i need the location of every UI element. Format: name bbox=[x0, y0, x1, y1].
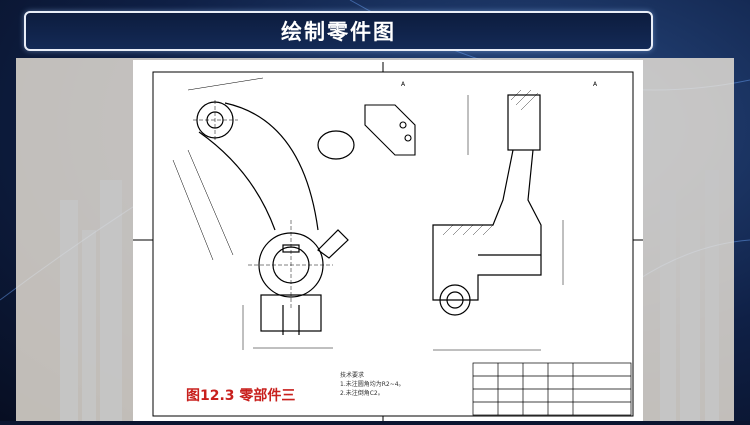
dimension-lines bbox=[172, 77, 333, 350]
notes-heading: 技术要求 bbox=[340, 372, 365, 379]
note-2: 2.未注倒角C2。 bbox=[340, 390, 384, 397]
technical-notes: 技术要求 1.未注圆角均为R2~4。 2.未注倒角C2。 bbox=[340, 371, 405, 398]
side-dimension-lines bbox=[433, 95, 564, 351]
engineering-drawing: A A bbox=[133, 60, 643, 421]
title-block bbox=[472, 362, 632, 416]
figure-caption: 图12.3 零部件三 bbox=[186, 388, 296, 404]
side-view bbox=[432, 94, 542, 316]
section-label-b: A bbox=[593, 81, 598, 88]
part-drawing-svg: A A bbox=[133, 62, 643, 421]
slide-title: 绘制零件图 bbox=[281, 20, 396, 44]
title-bar: 绘制零件图 bbox=[24, 11, 653, 51]
front-view bbox=[196, 101, 355, 335]
section-view-a bbox=[364, 104, 416, 156]
hatching bbox=[442, 89, 539, 236]
section-label-a: A bbox=[401, 81, 406, 88]
note-1: 1.未注圆角均为R2~4。 bbox=[340, 381, 405, 388]
